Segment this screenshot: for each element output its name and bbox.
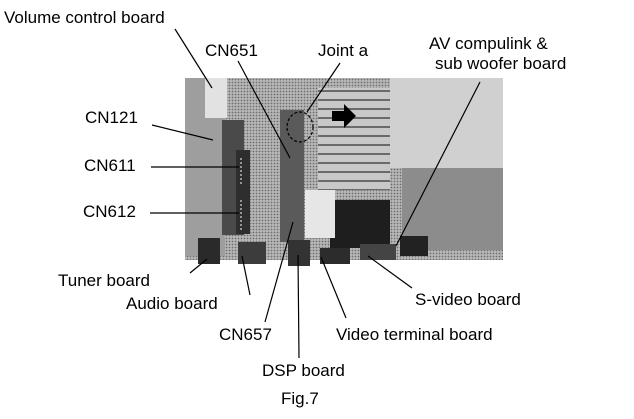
label-cn121: CN121	[85, 108, 138, 127]
volume-control-board-part	[205, 78, 227, 118]
label-volume-control-board: Volume control board	[4, 8, 165, 27]
label-cn657: CN657	[219, 325, 272, 344]
leader-lines	[150, 28, 481, 359]
dsp-connector-part	[288, 240, 310, 266]
label-cn612: CN612	[83, 202, 136, 221]
tuner-board-part	[198, 238, 220, 264]
label-cn651: CN651	[205, 41, 258, 60]
leader-cn657	[264, 221, 294, 323]
leader-volume-control-board	[174, 28, 213, 89]
label-joint-a: Joint a	[318, 41, 369, 60]
label-dsp-board: DSP board	[262, 361, 345, 380]
joint-a-marker	[286, 111, 314, 143]
leader-s-video-board	[367, 255, 413, 289]
direction-arrow-icon	[332, 104, 356, 128]
leader-dsp-board	[297, 254, 300, 359]
leader-video-terminal-board	[320, 256, 347, 319]
leader-av-compulink	[395, 81, 481, 247]
video-terminal-block	[330, 200, 390, 248]
label-cn611: CN611	[84, 156, 136, 175]
label-tuner-board: Tuner board	[58, 271, 150, 290]
video-terminal-part	[320, 248, 350, 264]
label-video-terminal-board: Video terminal board	[336, 325, 493, 344]
av-compulink-connector	[400, 236, 428, 256]
heat-sink	[318, 88, 390, 190]
leader-cn651	[237, 60, 291, 159]
dsp-board-part	[280, 110, 304, 242]
label-s-video-board: S-video board	[415, 290, 521, 309]
label-av-compulink-line1: AV compulink &	[429, 34, 548, 53]
av-compulink-board-part	[390, 78, 503, 168]
figure-caption: Fig.7	[281, 389, 319, 408]
connector-strip	[236, 150, 250, 234]
s-video-part	[360, 244, 396, 260]
audio-board-part	[238, 242, 266, 264]
white-connector	[305, 190, 335, 238]
leader-joint-a	[306, 62, 341, 113]
leader-cn121	[151, 124, 214, 141]
label-audio-board: Audio board	[126, 294, 218, 313]
label-av-compulink-line2: sub woofer board	[435, 54, 567, 73]
leader-audio-board	[241, 255, 251, 296]
leader-tuner-board	[189, 258, 208, 274]
